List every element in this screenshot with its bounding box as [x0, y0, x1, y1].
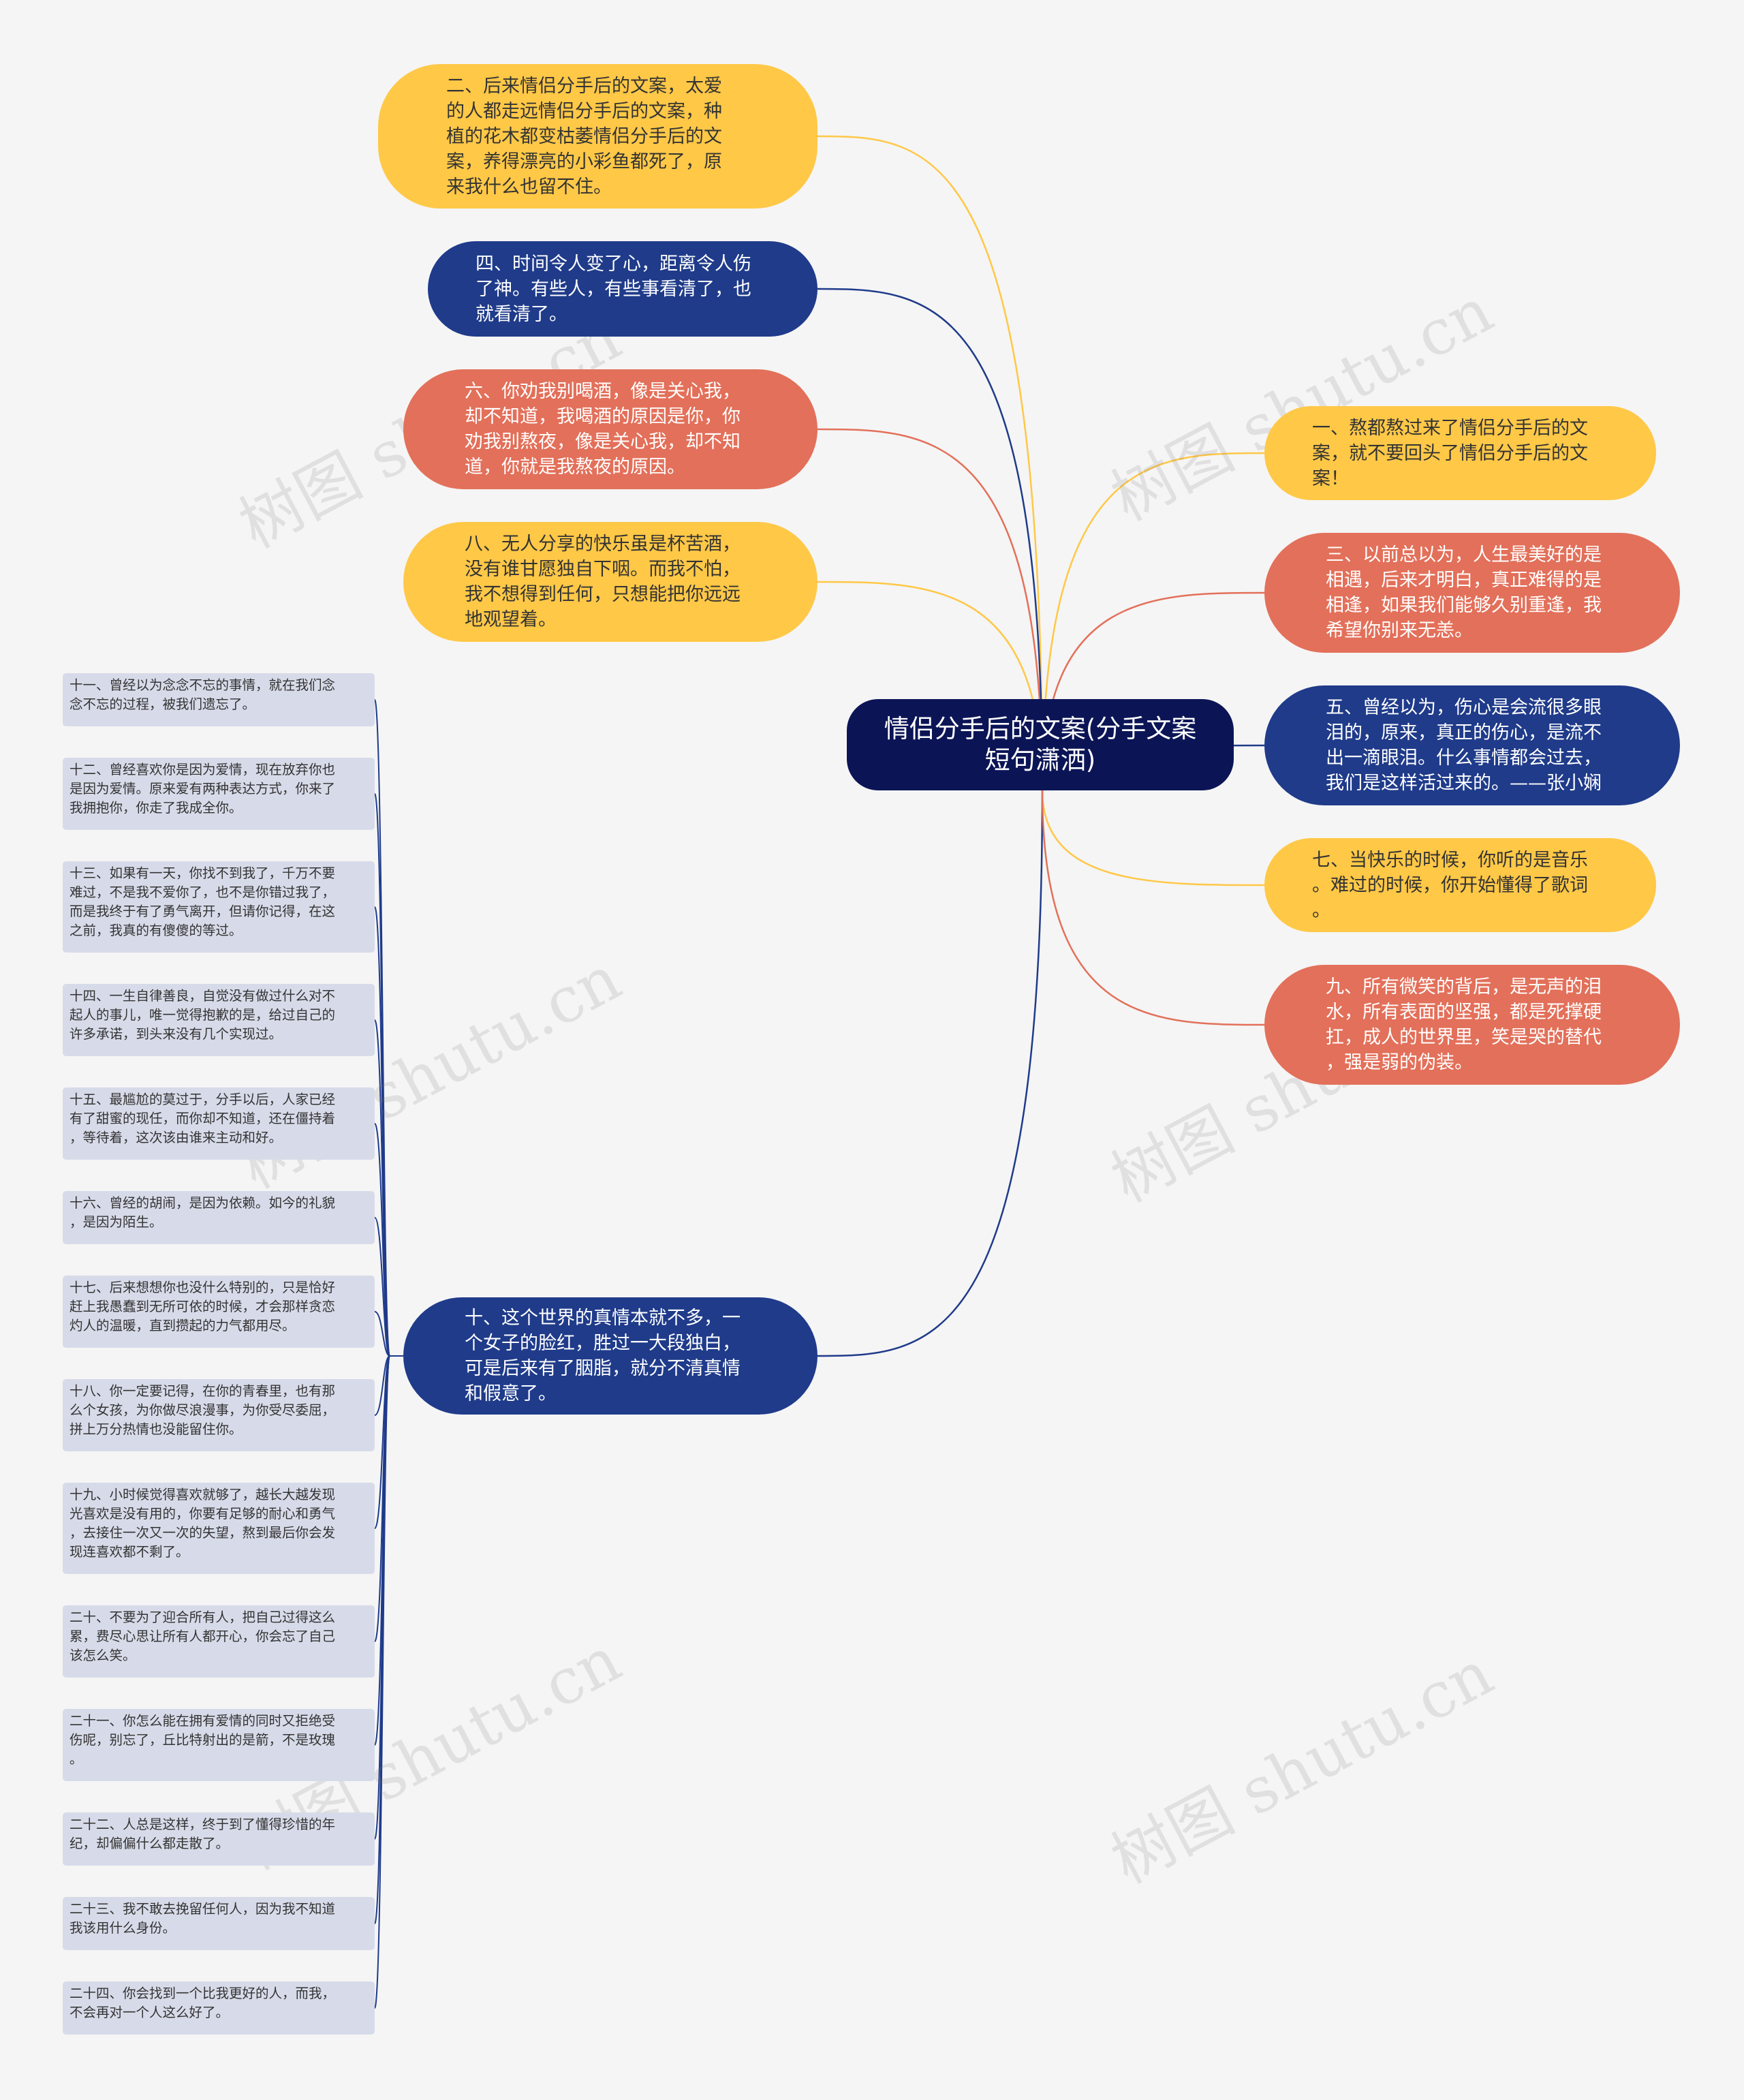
- branch-node-left[interactable]: 十、这个世界的真情本就不多，一 个女子的脸红，胜过一大段独白， 可是后来有了胭脂…: [403, 1297, 818, 1415]
- connector-line: [374, 1355, 403, 1924]
- branch-node-right[interactable]: 三、以前总以为，人生最美好的是 相遇，后来才明白，真正难得的是 相逢，如果我们能…: [1264, 533, 1680, 653]
- branch-node-right[interactable]: 七、当快乐的时候，你听的是音乐 。难过的时候，你开始懂得了歌词 。: [1264, 838, 1656, 932]
- branch-node-left[interactable]: 四、时间令人变了心，距离令人伤 了神。有些人，有些事看清了，也 就看清了。: [428, 241, 818, 337]
- sub-node[interactable]: 十二、曾经喜欢你是因为爱情，现在放弃你也 是因为爱情。原来爱有两种表达方式，你来…: [63, 758, 375, 830]
- connector-line: [817, 288, 1044, 791]
- branch-node-right[interactable]: 九、所有微笑的背后，是无声的泪 水，所有表面的坚强，都是死撑硬 扛，成人的世界里…: [1264, 965, 1680, 1085]
- branch-node-left[interactable]: 六、你劝我别喝酒，像是关心我， 却不知道，我喝酒的原因是你，你 劝我别熬夜，像是…: [403, 369, 818, 489]
- connector-line: [374, 906, 403, 1357]
- branch-node-right[interactable]: 一、熬都熬过来了情侣分手后的文 案，就不要回头了情侣分手后的文 案！: [1264, 406, 1656, 500]
- connector-line: [1041, 452, 1265, 791]
- sub-node[interactable]: 十七、后来想想你也没什么特别的，只是恰好 赶上我愚蠢到无所可依的时候，才会那样贪…: [63, 1276, 375, 1348]
- connector-line: [374, 1355, 403, 2009]
- connector-line: [374, 1019, 403, 1357]
- connector-line: [817, 790, 1044, 1357]
- central-topic-node[interactable]: 情侣分手后的文案(分手文案短句潇洒): [847, 699, 1234, 790]
- sub-node[interactable]: 二十、不要为了迎合所有人，把自己过得这么 累，费尽心思让所有人都开心，你会忘了自…: [63, 1605, 375, 1678]
- branch-node-right[interactable]: 五、曾经以为，伤心是会流很多眼 泪的，原来，真正的伤心，是流不 出一滴眼泪。什么…: [1264, 685, 1680, 805]
- connector-line: [1041, 790, 1265, 1026]
- connector-line: [374, 1355, 403, 1416]
- sub-node[interactable]: 十五、最尴尬的莫过于，分手以后，人家已经 有了甜蜜的现任，而你却不知道，还在僵持…: [63, 1087, 375, 1160]
- connector-line: [817, 135, 1044, 791]
- branch-node-left[interactable]: 二、后来情侣分手后的文案，太爱 的人都走远情侣分手后的文案，种 植的花木都变枯萎…: [378, 64, 818, 209]
- sub-node[interactable]: 十一、曾经以为念念不忘的事情，就在我们念 念不忘的过程，被我们遗忘了。: [63, 673, 375, 726]
- connector-line: [374, 1217, 403, 1357]
- connector-line: [374, 1355, 403, 1746]
- connector-line: [817, 428, 1044, 791]
- sub-node[interactable]: 十三、如果有一天，你找不到我了，千万不要 难过，不是我不爱你了，也不是你错过我了…: [63, 861, 375, 953]
- sub-node[interactable]: 十八、你一定要记得，在你的青春里，也有那 么个女孩，为你做尽浪漫事，为你受尽委屈…: [63, 1379, 375, 1451]
- sub-node[interactable]: 二十三、我不敢去挽留任何人，因为我不知道 我该用什么身份。: [63, 1897, 375, 1950]
- sub-node[interactable]: 二十一、你怎么能在拥有爱情的同时又拒绝受 伤呢，别忘了，丘比特射出的是箭，不是玫…: [63, 1709, 375, 1781]
- connector-line: [1041, 790, 1265, 886]
- connector-line: [374, 1355, 403, 1529]
- sub-node[interactable]: 二十二、人总是这样，终于到了懂得珍惜的年 纪，却偏偏什么都走散了。: [63, 1812, 375, 1866]
- sub-node[interactable]: 十四、一生自律善良，自觉没有做过什么对不 起人的事儿，唯一觉得抱歉的是，给过自己…: [63, 984, 375, 1056]
- sub-node[interactable]: 十六、曾经的胡闹，是因为依赖。如今的礼貌 ，是因为陌生。: [63, 1191, 375, 1244]
- branch-node-left[interactable]: 八、无人分享的快乐虽是杯苦酒， 没有谁甘愿独自下咽。而我不怕， 我不想得到任何，…: [403, 522, 818, 642]
- sub-node[interactable]: 二十四、你会找到一个比我更好的人，而我， 不会再对一个人这么好了。: [63, 1981, 375, 2035]
- connector-line: [374, 699, 403, 1357]
- sub-node[interactable]: 十九、小时候觉得喜欢就够了，越长大越发现 光喜欢是没有用的，你要有足够的耐心和勇…: [63, 1483, 375, 1574]
- connector-line: [374, 1311, 403, 1357]
- connector-line: [374, 1355, 403, 1642]
